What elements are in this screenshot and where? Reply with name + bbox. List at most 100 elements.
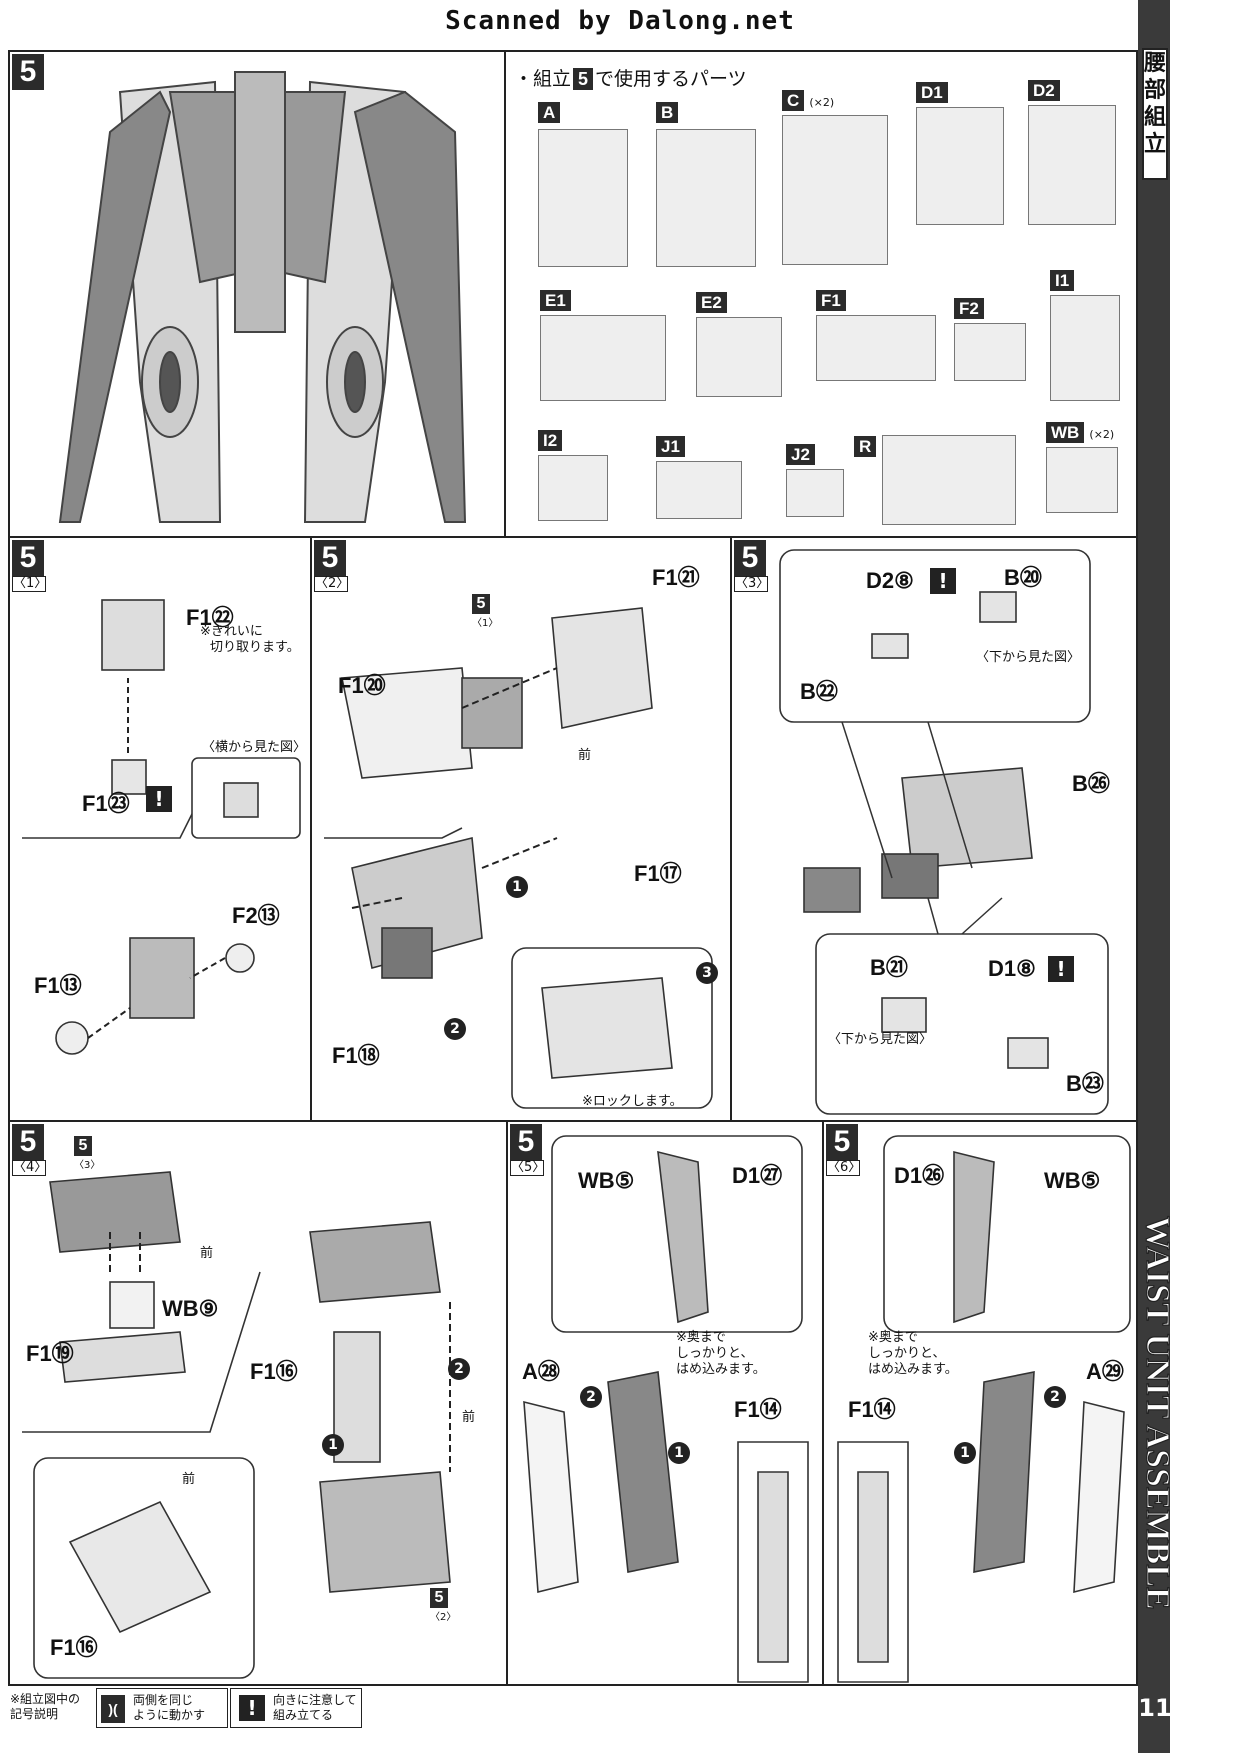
label-a28: A㉘ [522, 1359, 560, 1384]
runner-tag: R [854, 436, 877, 457]
runner-sprue [696, 317, 782, 397]
page-number: 11 [1138, 1694, 1172, 1722]
watermark-header: Scanned by Dalong.net [0, 0, 1240, 42]
substep-2-panel: 5 〈2〉 5 〈1〉 F1㉑ F1⑳ 前 1 F1⑰ 2 3 F1⑱ ※ロック… [310, 536, 732, 1122]
legend-sym1-line-2: ように動かす [133, 1708, 206, 1722]
sidebar-title-jp: 腰 部 組 立 [1142, 48, 1168, 180]
runner-sprue [538, 455, 608, 521]
caution-icon: ! [146, 786, 172, 812]
step-order-2: 2 [448, 1358, 470, 1380]
view-bottom-label: 〈下から見た図〉 [976, 650, 1081, 665]
label-b26: B㉖ [1072, 771, 1110, 796]
step-order-2: 2 [580, 1386, 602, 1408]
runner-sprue [782, 115, 888, 265]
runner-c: C (×2) [782, 90, 888, 265]
substep-2-illustration [324, 607, 713, 1109]
view-bottom-label-2: 〈下から見た図〉 [828, 1032, 933, 1047]
sidebar-title-char: 腰 [1144, 51, 1167, 76]
step-order-2: 2 [444, 1018, 466, 1040]
legend-sym1-text: 両側を同じ ように動かす [133, 1693, 205, 1723]
runner-sprue [538, 129, 628, 267]
substep-6-panel: 5 〈6〉 D1㉖ WB⑤ ※奥まで しっかりと、 はめ込みます。 A㉙ 2 F… [822, 1120, 1138, 1686]
ref-step-number: 5 [472, 594, 490, 614]
caution-icon: ! [1048, 956, 1074, 982]
ref-step-sub: 〈3〉 [74, 1160, 101, 1171]
runner-tag: D2 [1028, 80, 1060, 101]
step-number: 5 [826, 1124, 858, 1160]
label-a29: A㉙ [1086, 1359, 1124, 1384]
note-line-2: しっかりと、 [676, 1346, 754, 1361]
substep-label: 〈3〉 [734, 576, 770, 592]
label-b22: B㉒ [800, 679, 838, 704]
note-line-3: はめ込みます。 [676, 1362, 766, 1377]
step-number: 5 [510, 1124, 542, 1160]
runner-tag: C [782, 90, 805, 111]
step-order-2: 2 [1044, 1386, 1066, 1408]
note-line-2: しっかりと、 [868, 1346, 946, 1361]
front-label: 前 [200, 1246, 214, 1261]
legend: ※組立図中の 記号説明 )( 両側を同じ ように動かす ! 向きに注意して 組み… [8, 1686, 368, 1730]
step-number: 5 [314, 540, 346, 576]
substep-label: 〈6〉 [826, 1160, 862, 1176]
ref-step: 5 〈3〉 [74, 1136, 100, 1171]
runner-i2: I2 [538, 430, 608, 521]
runner-f2: F2 [954, 298, 1026, 381]
runner-j1: J1 [656, 436, 742, 519]
note-cut-2: 切り取ります。 [210, 640, 300, 655]
label-f1-14: F1⑭ [734, 1397, 782, 1422]
legend-title-line-1: ※組立図中の [10, 1692, 81, 1706]
runner-tag: E2 [696, 292, 727, 313]
view-side-label: 〈横から見た図〉 [202, 740, 307, 755]
sidebar-title-char: 部 [1144, 78, 1167, 103]
note-line-3: はめ込みます。 [868, 1362, 958, 1377]
substep-5-panel: 5 〈5〉 WB⑤ D1㉗ ※奥まで しっかりと、 はめ込みます。 A㉘ 2 F… [506, 1120, 824, 1686]
label-f2-13: F2⑬ [232, 903, 280, 928]
runner-d2: D2 [1028, 80, 1116, 225]
runner-tag: B [656, 102, 679, 123]
label-d1-8: D1⑧ [988, 956, 1036, 981]
substep-1-panel: 5 〈1〉 F1㉒ ※きれいに 切り取ります。 〈横から見た図〉 F1㉓ ! F… [8, 536, 312, 1122]
note-line-1: ※奥まで [868, 1330, 918, 1345]
note-line-1: ※奥まで [676, 1330, 726, 1345]
runner-sprue [816, 315, 936, 381]
label-f1-22: F1㉒ [186, 605, 234, 630]
step-order-1: 1 [954, 1442, 976, 1464]
runner-mult: (×2) [1089, 428, 1115, 441]
runner-r: R [854, 435, 1016, 525]
runner-sprue [954, 323, 1026, 381]
legend-title: ※組立図中の 記号説明 [10, 1692, 80, 1722]
label-wb9: WB⑨ [162, 1296, 219, 1321]
substep-6-illustration [837, 1135, 1131, 1683]
label-d1-26: D1㉖ [894, 1163, 945, 1188]
legend-sym2-line-1: 向きに注意して [273, 1693, 357, 1707]
watermark-text: Scanned by Dalong.net [445, 6, 795, 36]
parts-heading-step: 5 [573, 68, 594, 90]
waist-overview-illustration [58, 71, 467, 523]
runner-tag: J2 [786, 444, 815, 465]
substep-3-panel: 5 〈3〉 D2⑧ ! B⑳ B㉒ 〈下から見た図〉 B㉖ B㉑ D1⑧ ! 〈… [730, 536, 1138, 1122]
step-number: 5 [734, 540, 766, 576]
runner-tag: E1 [540, 290, 571, 311]
label-wb5: WB⑤ [1044, 1168, 1101, 1193]
runner-tag: A [538, 102, 561, 123]
runner-wb: WB (×2) [1046, 422, 1118, 513]
runner-d1: D1 [916, 82, 1004, 225]
sidebar-title-char: 立 [1144, 132, 1167, 157]
runner-sprue [916, 107, 1004, 225]
ref-step-number: 5 [74, 1136, 92, 1156]
label-f1-18: F1⑱ [332, 1043, 380, 1068]
runner-tag: I1 [1050, 270, 1075, 291]
front-label-2: 前 [462, 1410, 476, 1425]
runner-tag: D1 [916, 82, 948, 103]
step-number: 5 [12, 540, 44, 576]
label-f1-17: F1⑰ [634, 861, 682, 886]
runner-sprue [656, 461, 742, 519]
step-order-1: 1 [506, 876, 528, 898]
step5-overview-panel: 5 [8, 50, 506, 538]
front-label-3: 前 [182, 1472, 196, 1487]
runner-mult: (×2) [809, 96, 835, 109]
legend-sym1-line-1: 両側を同じ [133, 1693, 194, 1707]
sidebar-title-en: WAIST UNIT ASSEMBLE [1133, 1210, 1177, 1690]
